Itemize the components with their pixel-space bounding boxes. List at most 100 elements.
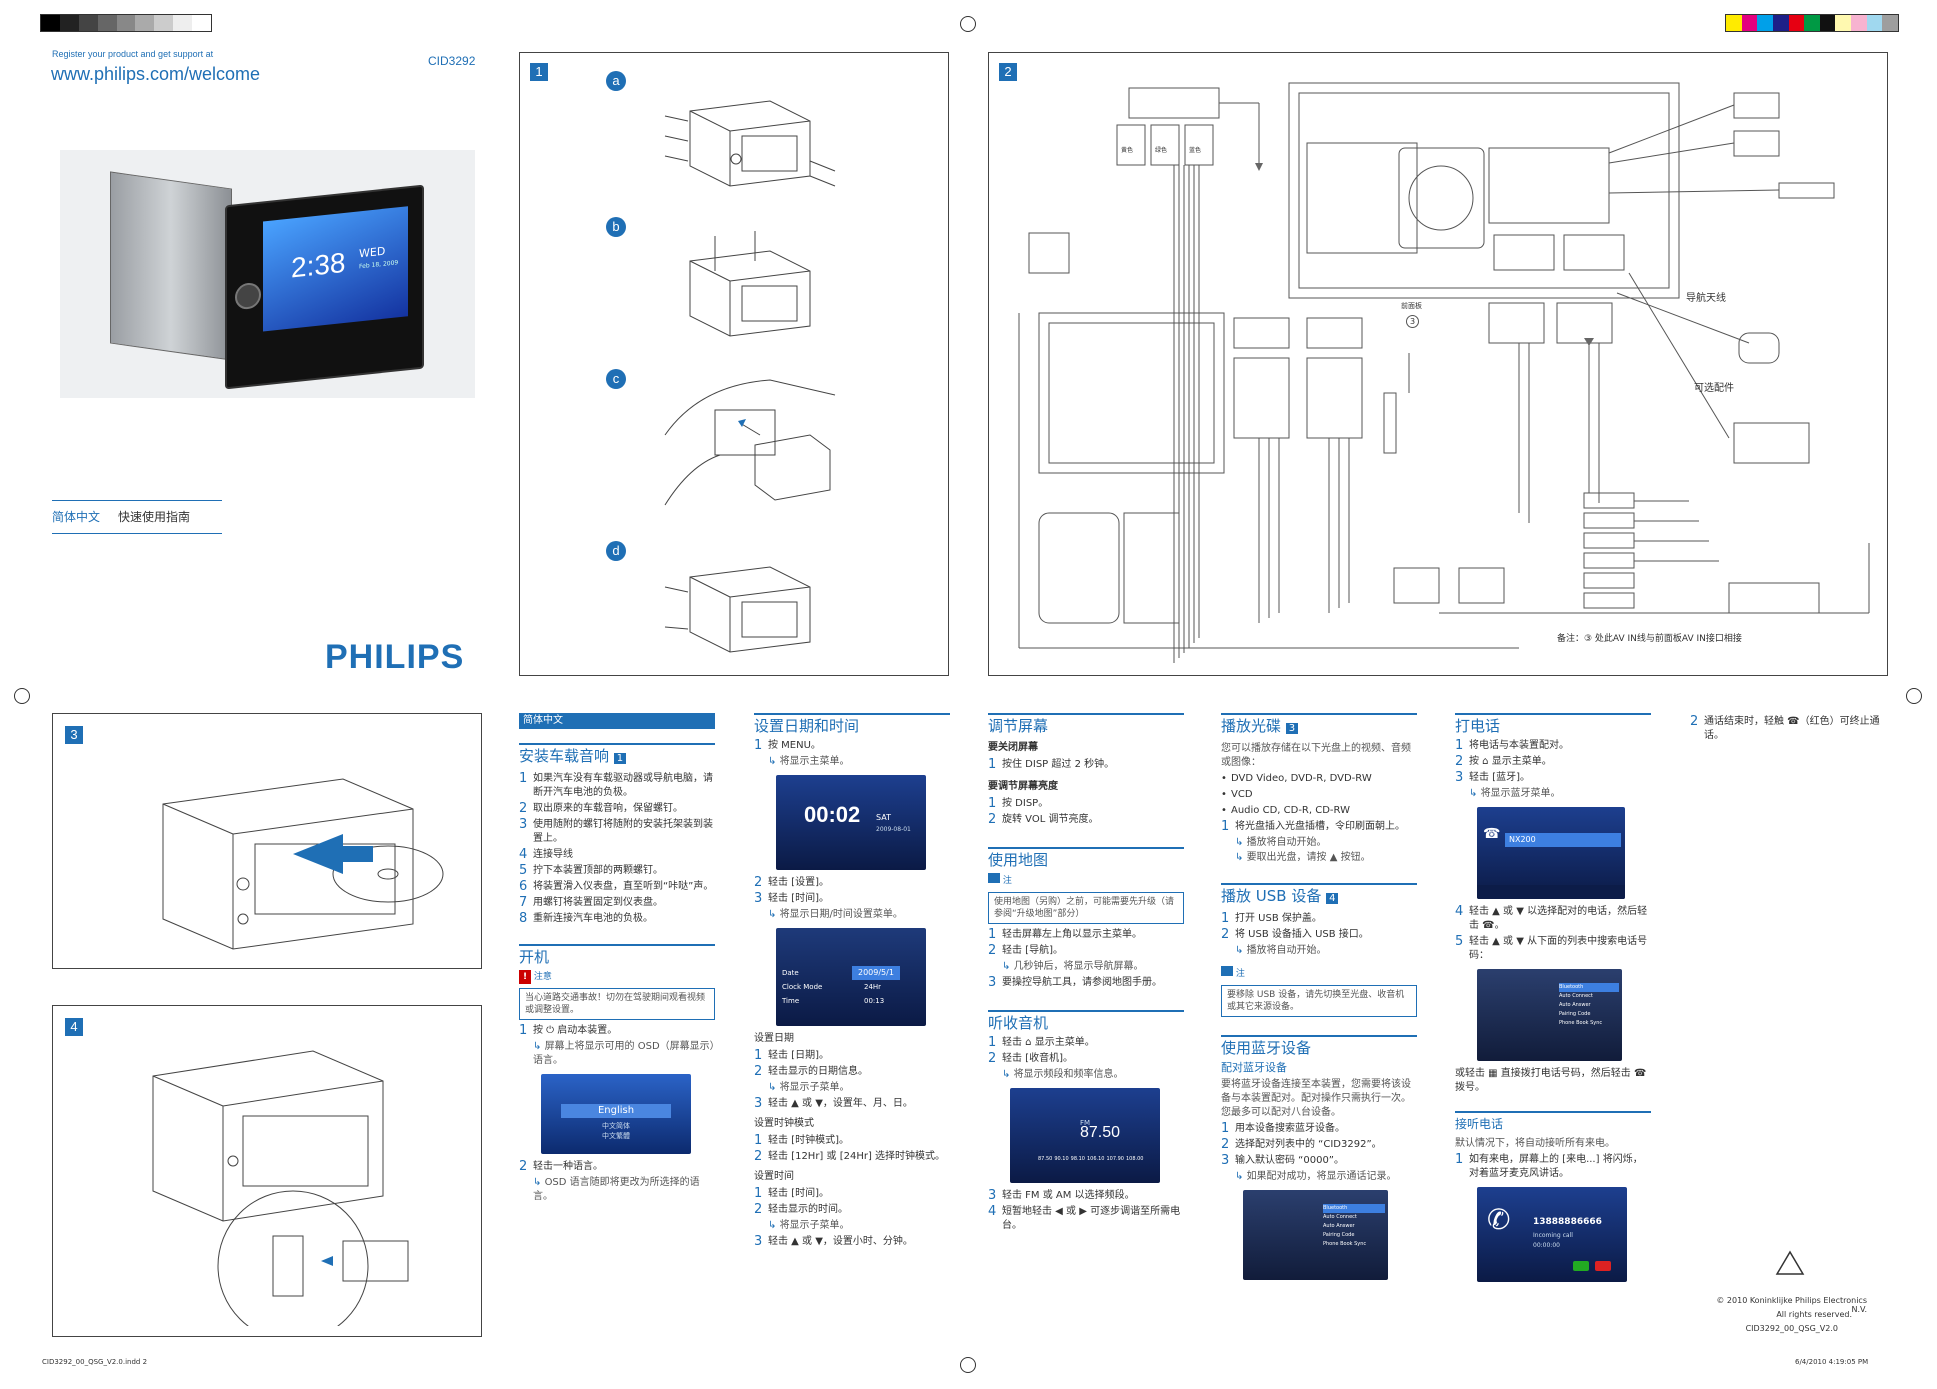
lang-option-simplified[interactable]: 中文简体 xyxy=(602,1122,630,1130)
radio-title: 听收音机 xyxy=(988,1010,1184,1031)
panel-3: 3 xyxy=(52,713,482,969)
step-a-tag: a xyxy=(606,71,626,91)
volume-knob-icon[interactable] xyxy=(235,281,261,311)
screen-day: WED xyxy=(359,244,386,261)
map-note: 使用地图（另购）之前，可能需要先升级（请参阅“升级地图”部分） xyxy=(988,892,1184,924)
unit-chassis xyxy=(110,171,232,361)
doc-code: CID3292_00_QSG_V2.0 xyxy=(1745,1324,1838,1333)
answer-button[interactable] xyxy=(1573,1261,1589,1271)
language-select-screen: English 中文简体 中文繁體 xyxy=(541,1074,691,1154)
lang-option-traditional[interactable]: 中文繁體 xyxy=(602,1132,630,1140)
bt-device-name[interactable]: NX200 xyxy=(1505,833,1621,847)
bt-menu-item-5[interactable]: Phone Book Sync xyxy=(1323,1241,1367,1247)
product-photo: 2:38 WED Feb 18, 2009 xyxy=(60,150,475,398)
front-panel-number: 3 xyxy=(1406,315,1419,328)
disc-badge: 3 xyxy=(1285,723,1299,734)
time-result: 将显示子菜单。 xyxy=(754,1219,950,1233)
registration-mark-bottom-icon xyxy=(960,1357,976,1373)
wire-color-blue: 蓝色 xyxy=(1189,147,1202,154)
map-result: 几秒钟后，将显示导航屏幕。 xyxy=(988,960,1184,974)
wire-color-yellow: 黄色 xyxy=(1121,147,1134,154)
settings-item-2[interactable]: Auto Connect xyxy=(1559,993,1593,999)
settings-item-1[interactable]: Bluetooth xyxy=(1559,983,1619,992)
language-divider xyxy=(52,500,222,501)
illustration-b xyxy=(689,231,811,337)
settings-item-3[interactable]: Auto Answer xyxy=(1559,1002,1591,1008)
warning-note: 当心道路交通事故！切勿在驾驶期间观看视频或调整设置。 xyxy=(519,988,715,1020)
preset-6[interactable]: 108.00 xyxy=(1125,1156,1144,1162)
recycle-icon xyxy=(1775,1250,1805,1275)
philips-url-link[interactable]: www.philips.com/welcome xyxy=(51,64,261,84)
registration-mark-left-icon xyxy=(14,688,30,704)
dt-result-1: 将显示主菜单。 xyxy=(754,755,950,769)
disc-result-1: 播放将自动开始。 xyxy=(1221,836,1417,850)
preset-2[interactable]: 90.10 xyxy=(1054,1156,1069,1162)
usb-result: 播放将自动开始。 xyxy=(1221,944,1417,958)
map-note-label: 注 xyxy=(988,873,1184,888)
incoming-number: 13888886666 xyxy=(1533,1217,1602,1227)
rights: All rights reserved. xyxy=(1776,1310,1852,1319)
bt-title: 使用蓝牙设备 xyxy=(1221,1035,1417,1056)
screen-date: Feb 18, 2009 xyxy=(359,259,399,271)
preset-3[interactable]: 98.10 xyxy=(1070,1156,1085,1162)
panel-2-number: 2 xyxy=(999,63,1017,81)
settings-item-5[interactable]: Phone Book Sync xyxy=(1559,1020,1603,1026)
panel-4-number: 4 xyxy=(65,1018,83,1036)
reject-button[interactable] xyxy=(1595,1261,1611,1271)
brightness-subtitle: 要调节屏幕亮度 xyxy=(988,781,1058,792)
bt-device-screen: ☎ NX200 xyxy=(1477,807,1625,899)
bt-device-toolbar xyxy=(1477,885,1625,899)
radio-band: FM xyxy=(1080,1119,1091,1127)
warning-label: ! 注意 xyxy=(519,970,715,984)
illustration-a xyxy=(664,100,836,187)
settings-menu-list: Bluetooth Auto Connect Auto Answer Pairi… xyxy=(1559,983,1619,1028)
map-title: 使用地图 xyxy=(988,847,1184,868)
power-result-2: OSD 语言随即将更改为所选择的语言。 xyxy=(519,1176,715,1204)
step-d-tag: d xyxy=(606,541,626,561)
settings-item-4[interactable]: Pairing Code xyxy=(1559,1011,1591,1017)
mode-subtitle: 设置时钟模式 xyxy=(754,1118,814,1129)
power-title: 开机 xyxy=(519,944,715,965)
pair-intro: 要将蓝牙设备连接至本装置，您需要将该设备与本装置配对。配对操作只需执行一次。您最… xyxy=(1221,1079,1411,1118)
bt-menu-item-3[interactable]: Auto Answer xyxy=(1323,1223,1355,1229)
preset-1[interactable]: 87.50 xyxy=(1038,1156,1053,1162)
incoming-label: Incoming call xyxy=(1533,1232,1573,1239)
registration-mark-right-icon xyxy=(1906,688,1922,704)
disc-title: 播放光碟 3 xyxy=(1221,713,1417,736)
bt-menu-item-2[interactable]: Auto Connect xyxy=(1323,1214,1357,1220)
column-disc-usb-bt: 播放光碟 3 您可以播放存储在以下光盘上的视频、音频或图像： DVD Video… xyxy=(1221,713,1417,1286)
footer-right: 6/4/2010 4:19:05 PM xyxy=(1795,1358,1869,1366)
panel-1: 1 a b c d xyxy=(519,52,949,676)
preset-5[interactable]: 107.90 xyxy=(1106,1156,1124,1162)
bt-menu-item-1[interactable]: Bluetooth xyxy=(1323,1204,1385,1213)
call-result: 将显示蓝牙菜单。 xyxy=(1455,787,1651,801)
preset-4[interactable]: 106.10 xyxy=(1086,1156,1105,1162)
lang-option-english[interactable]: English xyxy=(561,1104,671,1118)
panel-1-number: 1 xyxy=(530,63,548,81)
usb-insert-illustration xyxy=(152,1050,409,1326)
bt-menu-item-4[interactable]: Pairing Code xyxy=(1323,1232,1355,1238)
disc-type-2: VCD xyxy=(1221,788,1417,802)
